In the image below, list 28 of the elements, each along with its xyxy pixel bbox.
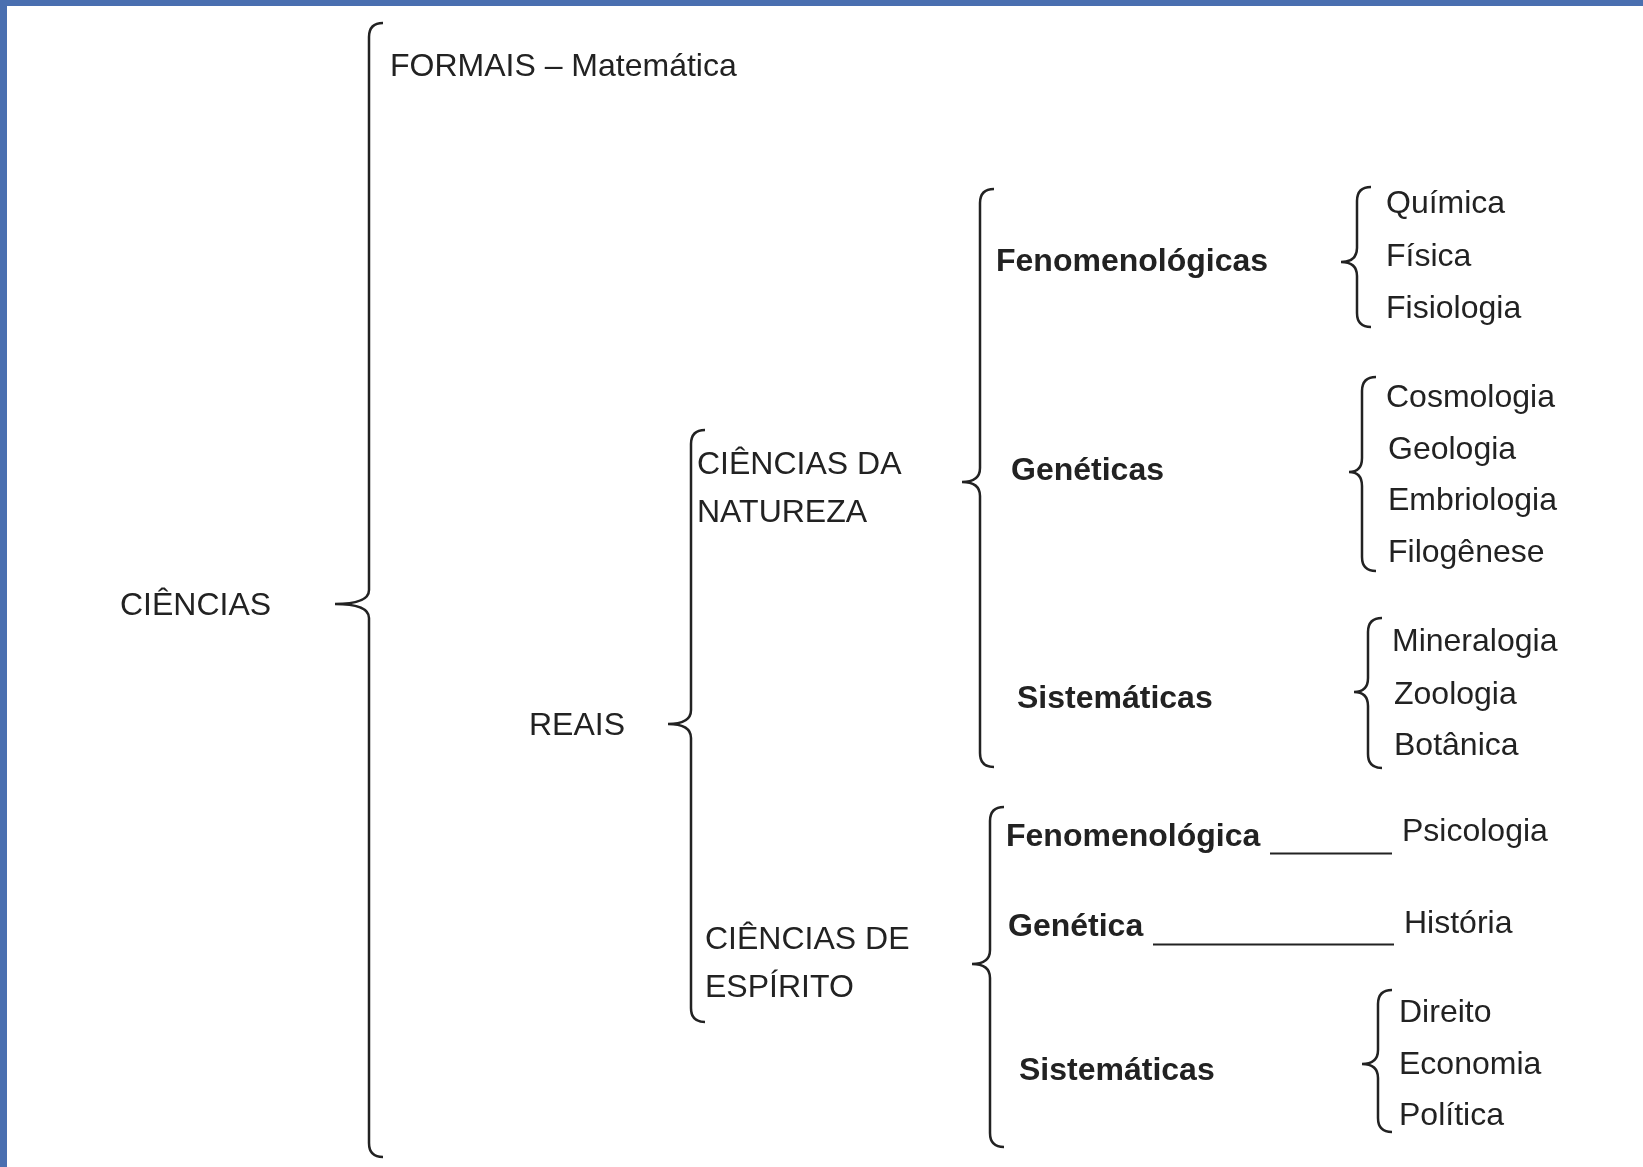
category-label: Geologia xyxy=(1388,429,1517,468)
category-label: Psicologia xyxy=(1402,810,1548,850)
category-heading: Sistemáticas xyxy=(1017,678,1213,717)
category-label: CIÊNCIAS xyxy=(120,585,272,624)
connector-line xyxy=(1152,943,1395,946)
category-label: Cosmologia xyxy=(1386,377,1555,416)
category-heading: Genética xyxy=(1008,905,1144,945)
category-label: Direito xyxy=(1399,992,1492,1031)
category-heading: Fenomenológicas xyxy=(996,241,1269,280)
category-label: Fisiologia xyxy=(1386,288,1522,327)
category-label: Filogênese xyxy=(1388,532,1545,571)
category-label: Física xyxy=(1386,236,1472,275)
category-label: Embriologia xyxy=(1388,480,1557,519)
category-label: CIÊNCIAS DA NATUREZA xyxy=(697,444,902,531)
category-label: CIÊNCIAS DE ESPÍRITO xyxy=(705,919,911,1006)
category-label: Política xyxy=(1399,1095,1504,1134)
category-label: FORMAIS – Matemática xyxy=(390,46,737,85)
category-heading: Sistemáticas xyxy=(1019,1050,1215,1089)
connector-line xyxy=(1269,852,1393,855)
category-label: História xyxy=(1404,902,1513,942)
category-label: Mineralogia xyxy=(1392,621,1558,660)
category-label: Botânica xyxy=(1394,725,1519,764)
category-heading: Fenomenológica xyxy=(1006,815,1261,855)
category-label: Zoologia xyxy=(1394,674,1517,713)
category-heading: Genéticas xyxy=(1011,450,1164,489)
category-label: Química xyxy=(1386,183,1506,222)
category-label: REAIS xyxy=(529,705,626,744)
category-label: Economia xyxy=(1399,1044,1542,1083)
